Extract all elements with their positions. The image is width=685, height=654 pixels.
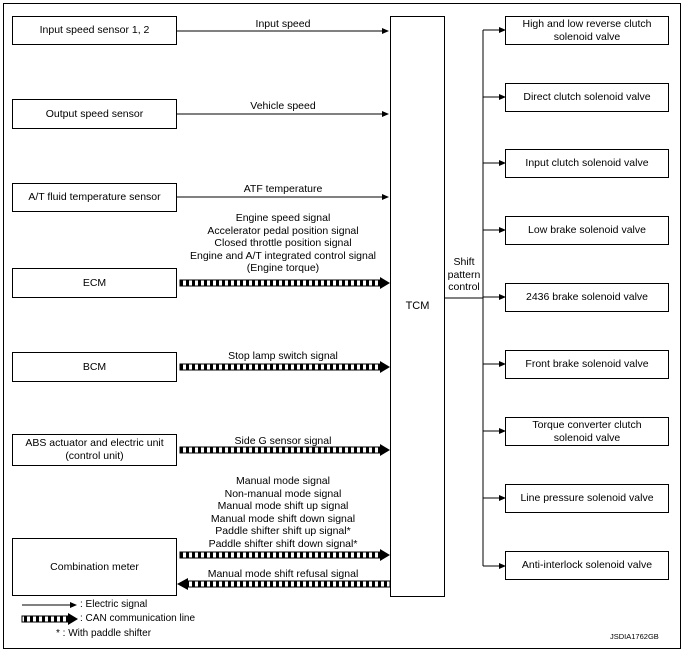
output-low-brake: Low brake solenoid valve [505,216,669,245]
output-label: 2436 brake solenoid valve [525,291,648,303]
ecm-box: ECM [12,268,177,298]
signal-side-g: Side G sensor signal [234,435,332,447]
legend-can-symbol [21,613,78,625]
output-label-line1: Torque converter clutch [532,418,642,431]
output-line-pressure: Line pressure solenoid valve [505,484,669,513]
abs-unit-label-line2: (control unit) [65,450,124,462]
output-label: Anti-interlock solenoid valve [521,559,653,571]
diagram-code: JSDIA1762GB [610,632,659,641]
signal-meter-group: Manual mode signal Non-manual mode signa… [177,475,389,551]
input-speed-sensor-box: Input speed sensor 1, 2 [12,16,177,45]
input-speed-sensor-label: Input speed sensor 1, 2 [39,24,150,36]
signal-manual-shift-down: Manual mode shift down signal [210,512,356,525]
output-label: Front brake solenoid valve [525,358,649,370]
output-label: Input clutch solenoid valve [525,157,649,169]
can-line-bcm [179,361,390,373]
atf-temp-sensor-label: A/T fluid temperature sensor [28,191,161,203]
combination-meter-box: Combination meter [12,538,177,596]
can-line-ecm [179,277,390,289]
output-label-line2: solenoid valve [553,431,621,444]
output-direct-clutch: Direct clutch solenoid valve [505,83,669,112]
signal-stop-lamp: Stop lamp switch signal [228,350,338,362]
abs-unit-label: ABS actuator and electric unit [25,437,164,449]
output-2436-brake: 2436 brake solenoid valve [505,283,669,312]
signal-manual-shift-up: Manual mode shift up signal [217,500,349,513]
legend-electric-label: : Electric signal [80,599,148,610]
output-anti-interlock: Anti-interlock solenoid valve [505,551,669,580]
output-high-low-reverse-clutch: High and low reverse clutch solenoid val… [505,16,669,45]
signal-engine-at-integrated: Engine and A/T integrated control signal [189,249,377,262]
shift-label-line1: Shift [453,256,475,268]
output-input-clutch: Input clutch solenoid valve [505,149,669,178]
can-line-meter-to-tcm [179,549,390,561]
signal-paddle-shift-down: Paddle shifter shift down signal* [208,537,358,550]
signal-atf-temperature: ATF temperature [243,183,323,195]
output-label: Direct clutch solenoid valve [523,91,651,103]
signal-accelerator-pedal: Accelerator pedal position signal [207,224,359,237]
output-speed-sensor-box: Output speed sensor [12,99,177,129]
output-speed-sensor-label: Output speed sensor [45,107,144,120]
bcm-box: BCM [12,352,177,382]
signal-non-manual-mode: Non-manual mode signal [224,487,342,500]
tcm-label: TCM [405,300,430,312]
shift-label-line2: pattern [447,268,481,281]
signal-shift-refusal: Manual mode shift refusal signal [207,568,359,580]
bcm-label: BCM [82,360,107,373]
tcm-box: TCM [390,16,445,597]
legend-paddle-label: * : With paddle shifter [56,628,152,639]
output-front-brake: Front brake solenoid valve [505,350,669,379]
ecm-label: ECM [82,276,107,289]
atf-temp-sensor-box: A/T fluid temperature sensor [12,183,177,212]
output-torque-converter-clutch: Torque converter clutch solenoid valve [505,417,669,446]
signal-engine-speed: Engine speed signal [235,212,331,224]
abs-unit-box: ABS actuator and electric unit (control … [12,434,177,466]
signal-input-speed: Input speed [255,18,311,30]
output-label: Line pressure solenoid valve [520,492,654,504]
signal-ecm-group: Engine speed signal Accelerator pedal po… [177,212,389,275]
signal-closed-throttle: Closed throttle position signal [214,237,352,250]
output-label: Low brake solenoid valve [528,224,646,236]
diagram-frame [3,3,681,649]
can-line-abs [179,444,390,456]
combination-meter-label: Combination meter [50,560,139,573]
signal-engine-torque: (Engine torque) [246,262,320,275]
legend-can-label: : CAN communication line [80,613,196,624]
output-label-line1: High and low reverse clutch [522,17,652,30]
signal-vehicle-speed: Vehicle speed [250,100,316,112]
shift-pattern-control-label: Shift pattern control [446,256,482,294]
signal-manual-mode: Manual mode signal [236,475,330,487]
output-label-line2: solenoid valve [553,30,621,43]
signal-paddle-shift-up: Paddle shifter shift up signal* [215,525,351,538]
shift-label-line3: control [448,281,480,294]
